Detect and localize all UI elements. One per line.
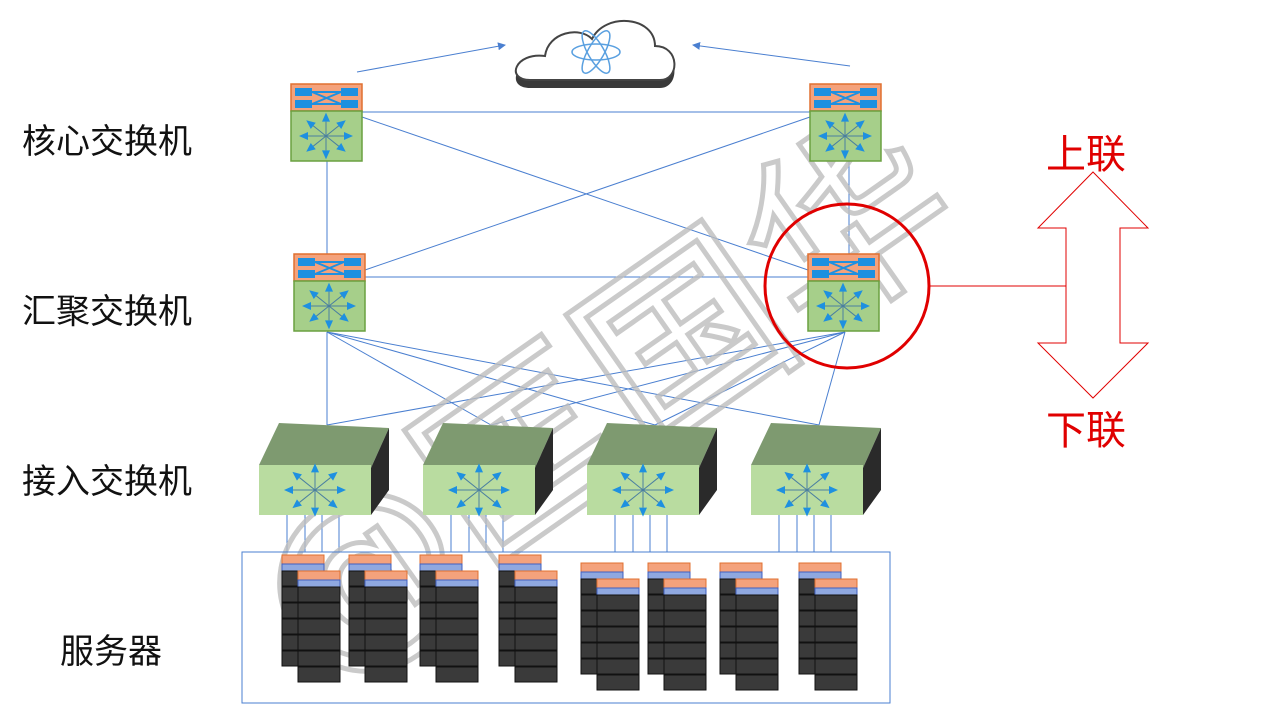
agg-access-link bbox=[326, 331, 656, 426]
double-arrow-icon bbox=[1036, 171, 1150, 399]
server-rack-icon bbox=[498, 554, 558, 683]
server-rack-icon bbox=[580, 562, 640, 691]
access-switch bbox=[423, 423, 553, 517]
access-switch bbox=[259, 423, 389, 517]
nodes bbox=[241, 19, 891, 704]
highlight bbox=[763, 171, 1150, 399]
core-switch-left bbox=[290, 83, 363, 162]
aggregation-switch-left bbox=[293, 253, 366, 332]
label-core-switch: 核心交换机 bbox=[22, 122, 192, 162]
server-rack-icon bbox=[281, 554, 341, 683]
agg-access-link bbox=[326, 331, 492, 426]
access-switch bbox=[751, 423, 881, 517]
server-area bbox=[241, 551, 891, 704]
agg-access-link bbox=[490, 331, 846, 426]
agg-access-link bbox=[326, 331, 846, 426]
label-downlink: 下联 bbox=[1046, 408, 1126, 454]
label-aggregation-switch: 汇聚交换机 bbox=[22, 292, 192, 332]
server-rack-icon bbox=[419, 554, 479, 683]
label-access-switch: 接入交换机 bbox=[22, 462, 192, 502]
server-rack-icon bbox=[348, 554, 408, 683]
access-switch bbox=[587, 423, 717, 517]
aggregation-switch-right bbox=[807, 253, 880, 332]
uplink-arrow bbox=[692, 41, 851, 67]
server-rack-icon bbox=[719, 562, 779, 691]
agg-access-link bbox=[654, 331, 846, 426]
agg-access-link bbox=[326, 331, 820, 426]
cloud-icon bbox=[514, 19, 676, 89]
core-agg-cross-link bbox=[361, 116, 809, 271]
links bbox=[286, 41, 851, 552]
core-agg-cross-link bbox=[364, 116, 811, 271]
agg-access-link bbox=[818, 331, 846, 426]
server-rack-icon bbox=[647, 562, 707, 691]
server-rack-icon bbox=[798, 562, 858, 691]
label-uplink: 上联 bbox=[1046, 132, 1126, 178]
label-servers: 服务器 bbox=[60, 632, 162, 672]
core-switch-right bbox=[809, 83, 882, 162]
uplink-arrow bbox=[356, 42, 506, 73]
